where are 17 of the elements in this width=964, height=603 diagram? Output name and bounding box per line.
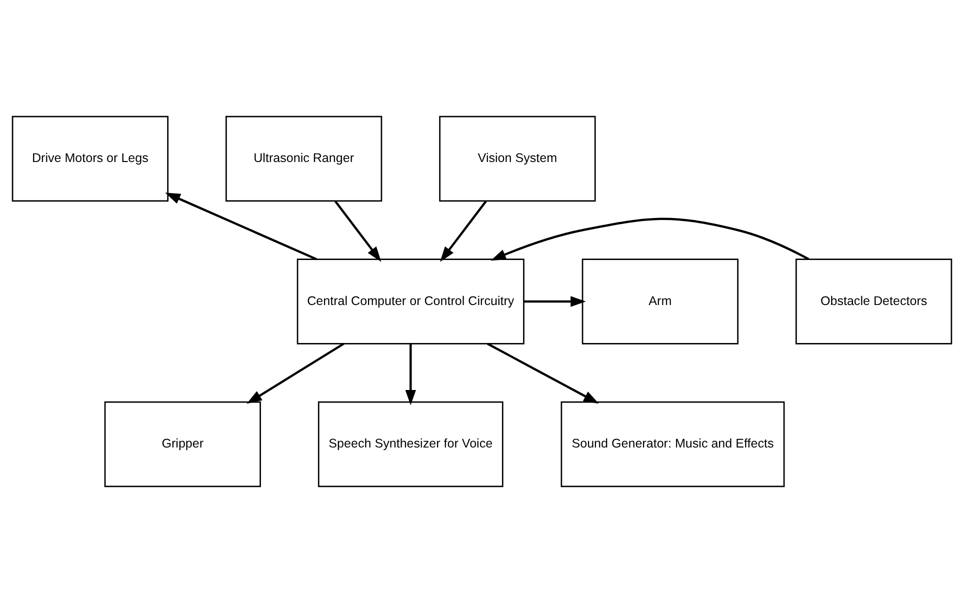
node-box: Sound Generator: Music and Effects [560, 401, 785, 488]
arrow [524, 296, 586, 307]
arrow [334, 200, 382, 262]
node-box: Drive Motors or Legs [12, 116, 168, 202]
arrow [440, 200, 487, 262]
node-box: Ultrasonic Ranger [226, 116, 382, 202]
node-box: Arm [582, 258, 738, 344]
node-box: Gripper [104, 401, 261, 488]
node-box: Central Computer or Control Circuitry [296, 258, 524, 344]
arrow [246, 342, 344, 404]
arrow [165, 192, 318, 260]
arrow [490, 218, 810, 261]
node-box: Obstacle Detectors [796, 258, 952, 344]
node-box: Speech Synthesizer for Voice [318, 401, 504, 488]
arrow [405, 344, 416, 406]
node-box: Vision System [439, 116, 596, 202]
arrow [486, 342, 599, 404]
